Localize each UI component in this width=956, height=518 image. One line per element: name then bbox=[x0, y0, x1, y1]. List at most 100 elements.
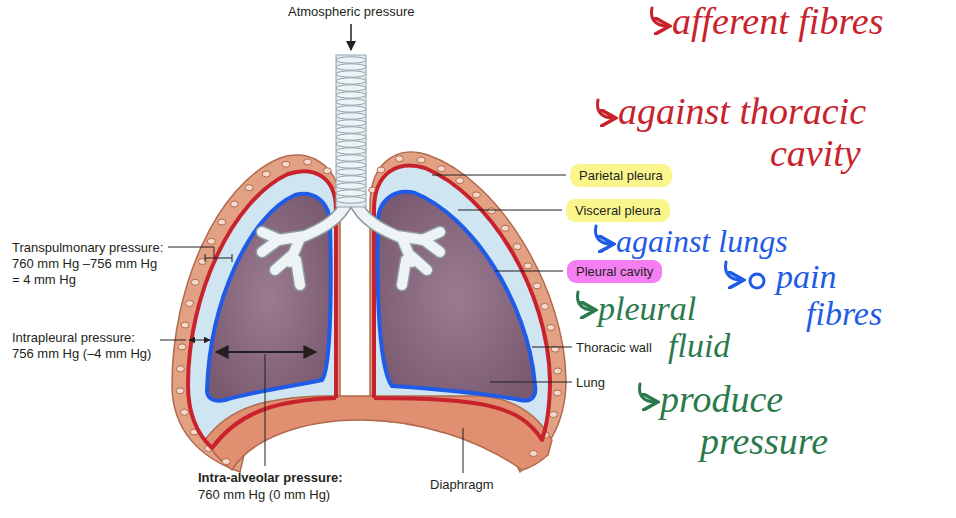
rib-section bbox=[218, 219, 226, 225]
rib-section bbox=[524, 263, 532, 269]
trachea-ring bbox=[336, 106, 366, 112]
leader-line bbox=[432, 175, 566, 176]
trachea-ring bbox=[336, 141, 366, 147]
hook-arrow bbox=[578, 292, 594, 310]
bronchus-fill bbox=[262, 200, 440, 285]
parietal-outline bbox=[374, 166, 550, 440]
hook-arrow bbox=[598, 100, 614, 118]
rib-section bbox=[180, 409, 188, 415]
rib-section bbox=[191, 279, 199, 285]
part-label: Thoracic wall bbox=[576, 340, 652, 356]
rib-section bbox=[282, 161, 290, 167]
rib-section bbox=[176, 366, 184, 372]
rib-section bbox=[185, 301, 193, 307]
rib-section bbox=[554, 368, 562, 374]
rib-section bbox=[222, 459, 230, 465]
rib-section bbox=[377, 167, 385, 173]
rib-section bbox=[553, 390, 561, 396]
pressure-arrow bbox=[350, 24, 352, 50]
rib-section bbox=[176, 388, 184, 394]
rib-section bbox=[230, 201, 238, 207]
highlight-label: Pleural cavity bbox=[567, 260, 662, 283]
trachea-ring bbox=[336, 162, 366, 168]
visceral-outline bbox=[207, 194, 331, 401]
trachea-ring bbox=[336, 190, 366, 196]
parietal-outline bbox=[188, 171, 336, 448]
trachea-ring bbox=[336, 57, 366, 63]
trachea-ring bbox=[336, 183, 366, 189]
part-label: Lung bbox=[576, 375, 605, 391]
lung-right bbox=[378, 192, 536, 401]
rib-section bbox=[181, 322, 189, 328]
label-text: Visceral pleura bbox=[575, 203, 661, 218]
pressure-label: Intrapleural pressure: 756 mm Hg (–4 mm … bbox=[12, 330, 156, 362]
intrapleural-arrow bbox=[189, 340, 210, 341]
rib-section bbox=[513, 244, 521, 250]
lung-left bbox=[207, 194, 331, 401]
hook-arrow bbox=[596, 226, 612, 244]
rib-section bbox=[178, 344, 186, 350]
handwritten-note: against thoracic cavity bbox=[618, 90, 940, 174]
rib-section bbox=[304, 159, 312, 165]
handwritten-note: afferent fibres bbox=[672, 0, 883, 42]
hook-arrow bbox=[640, 384, 656, 402]
rib-section bbox=[473, 192, 481, 198]
rib-guide bbox=[372, 158, 558, 468]
transpulmonary-bracket bbox=[168, 247, 232, 262]
pressure-label: Intra-alveolar pressure: bbox=[198, 470, 343, 486]
leader-line bbox=[490, 382, 572, 383]
trachea-ring bbox=[336, 169, 366, 175]
bronchi bbox=[262, 200, 440, 285]
rib-section bbox=[501, 225, 509, 231]
handwritten-note: pleural fluid bbox=[598, 290, 758, 364]
leader-line bbox=[463, 428, 464, 473]
hook-arrow bbox=[652, 8, 668, 26]
pressure-label: Transpulmonary pressure: 760 mm Hg –756 … bbox=[12, 240, 166, 288]
pressure-value: 760 mm Hg (0 mm Hg) bbox=[198, 487, 330, 503]
leader-line bbox=[495, 271, 563, 272]
rib-section bbox=[262, 171, 270, 177]
rib-group bbox=[176, 156, 561, 465]
leader-line bbox=[160, 340, 186, 341]
trachea-ring bbox=[336, 176, 366, 182]
pressure-label: Atmospheric pressure bbox=[288, 4, 414, 20]
hook-arrow bbox=[726, 262, 742, 280]
alveolar-arrow bbox=[216, 351, 316, 353]
trachea-rings bbox=[336, 57, 366, 203]
part-label: Diaphragm bbox=[430, 477, 494, 493]
bronchus-outline bbox=[262, 200, 440, 285]
rib-section bbox=[417, 157, 425, 163]
trachea-ring bbox=[336, 155, 366, 161]
visceral-outline bbox=[378, 192, 536, 401]
trachea-ring bbox=[336, 99, 366, 105]
circle-mark bbox=[750, 274, 764, 288]
trachea-ring bbox=[336, 127, 366, 133]
rib-section bbox=[456, 178, 464, 184]
rib-guide bbox=[180, 162, 338, 468]
trachea-ring bbox=[336, 113, 366, 119]
rib-section bbox=[395, 156, 403, 162]
rib-section bbox=[488, 208, 496, 214]
label-text: Parietal pleura bbox=[579, 168, 663, 183]
rib-section bbox=[533, 283, 541, 289]
handwritten-note: produce pressure bbox=[660, 378, 870, 462]
trachea bbox=[336, 55, 366, 207]
label-text: Pleural cavity bbox=[576, 264, 653, 279]
leader-line bbox=[265, 354, 266, 466]
trachea-ring bbox=[336, 78, 366, 84]
rib-section bbox=[207, 238, 215, 244]
trachea-ring bbox=[336, 197, 366, 203]
highlight-label: Parietal pleura bbox=[570, 164, 672, 187]
trachea-ring bbox=[336, 148, 366, 154]
rib-section bbox=[437, 166, 445, 172]
trachea-ring bbox=[336, 64, 366, 70]
trachea-ring bbox=[336, 134, 366, 140]
leader-line bbox=[458, 210, 562, 211]
highlight-label: Visceral pleura bbox=[566, 199, 670, 222]
rib-section bbox=[549, 412, 557, 418]
trachea-ring bbox=[336, 71, 366, 77]
handwritten-note: against lungs bbox=[616, 224, 788, 259]
trachea-ring bbox=[336, 92, 366, 98]
handwritten-note: pain fibres bbox=[776, 258, 916, 332]
